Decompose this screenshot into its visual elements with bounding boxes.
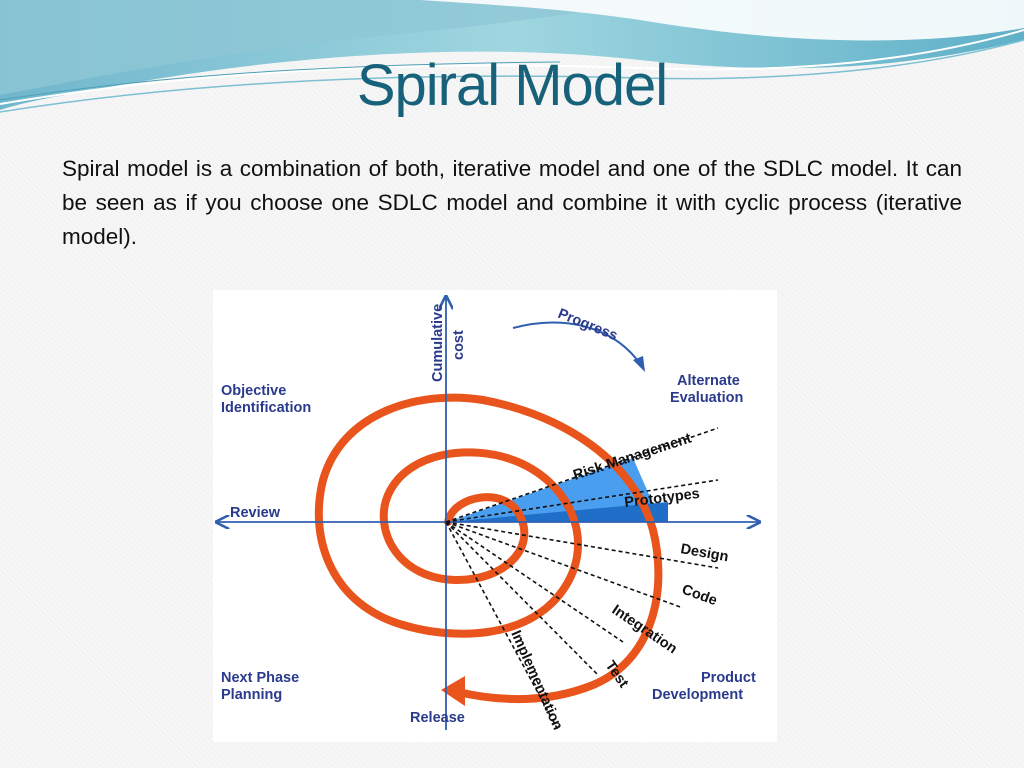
body-paragraph: Spiral model is a combination of both, i… (62, 156, 962, 249)
design-label: Design (679, 541, 729, 565)
integration-label: Integration (609, 602, 680, 657)
header-wave-decoration (0, 0, 1024, 113)
risk-management-line (445, 427, 719, 523)
product-label: Product (701, 670, 756, 686)
progress-arrow (512, 321, 642, 366)
spiral-model-diagram: Progress Cumulative cost Objective Ident… (213, 290, 777, 742)
test-line (445, 521, 599, 676)
cumulative-label: Cumulative (430, 304, 446, 382)
objective-label: Objective (221, 383, 286, 399)
design-line (445, 521, 719, 569)
implementation-label: Implementation (507, 628, 565, 732)
planning-label: Planning (221, 687, 282, 703)
prototypes-line (445, 479, 719, 523)
slide-title: Spiral Model (356, 53, 668, 118)
prototypes-wedge (448, 502, 668, 522)
review-label: Review (230, 505, 281, 521)
implementation-line (445, 521, 559, 731)
spiral-curve (314, 393, 663, 703)
identification-label: Identification (221, 400, 311, 416)
progress-arrowhead (633, 356, 645, 372)
development-label: Development (652, 687, 743, 703)
release-label: Release (410, 710, 465, 726)
evaluation-label: Evaluation (670, 390, 743, 406)
progress-label: Progress (556, 306, 620, 344)
integration-line (445, 521, 624, 643)
spiral-arrowhead (441, 676, 465, 706)
code-label: Code (680, 582, 720, 609)
cost-label: cost (451, 330, 467, 360)
next-phase-label: Next Phase (221, 670, 299, 686)
code-line (445, 521, 684, 609)
alternate-label: Alternate (677, 373, 740, 389)
spiral-diagram-svg: Progress Cumulative cost Objective Ident… (213, 290, 777, 733)
